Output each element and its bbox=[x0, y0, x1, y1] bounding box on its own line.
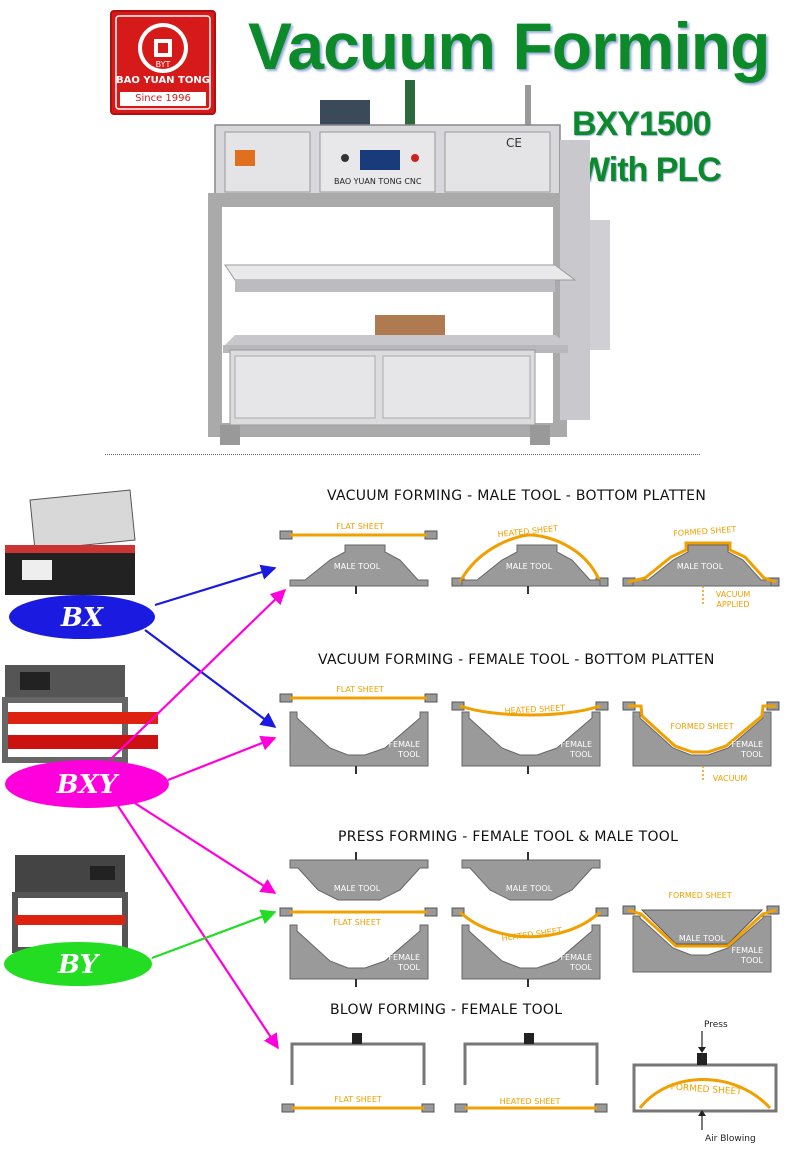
by-machine-icon bbox=[12, 855, 128, 953]
label-heated-sheet-2: HEATED SHEET bbox=[504, 703, 565, 715]
section-title-press: PRESS FORMING - FEMALE TOOL & MALE TOOL bbox=[338, 829, 679, 845]
stage-press-heated bbox=[451, 852, 609, 987]
label-vacuum: VACUUM bbox=[713, 774, 748, 783]
arrow-down-icon bbox=[698, 1047, 706, 1053]
arrow-by-press bbox=[151, 909, 277, 960]
machine-illustration bbox=[208, 80, 610, 445]
stage-male-heated bbox=[451, 533, 609, 594]
machine-ellipse-bx bbox=[9, 595, 155, 639]
stage-male-formed bbox=[622, 541, 780, 605]
model-label: BXY1500 bbox=[572, 105, 712, 143]
arrow-bxy-female bbox=[167, 735, 277, 782]
logo-emblem bbox=[115, 15, 211, 110]
label-formed-sheet: FORMED SHEET bbox=[673, 525, 737, 538]
label-flat-sheet-3: FLAT SHEET bbox=[333, 918, 381, 927]
bxy-machine-icon bbox=[2, 665, 158, 763]
control-screen bbox=[360, 150, 400, 170]
label-female-tool-3: FEMALE TOOL bbox=[731, 740, 763, 759]
label-male-tool-2: MALE TOOL bbox=[506, 562, 553, 571]
section-title-vacuum-male: VACUUM FORMING - MALE TOOL - BOTTOM PLAT… bbox=[327, 488, 707, 504]
logo: BYT BAO YUAN TONG Since 1996 bbox=[110, 10, 216, 115]
stage-male-flat bbox=[279, 530, 438, 594]
label-press-male-tool: MALE TOOL bbox=[334, 884, 381, 893]
machine-panel-label: BAO YUAN TONG CNC bbox=[334, 177, 422, 186]
page-title: Vacuum Forming bbox=[248, 9, 770, 83]
label-female-tool-5: FEMALE TOOL bbox=[560, 953, 592, 972]
label-heated-sheet-3: HEATED SHEET bbox=[501, 926, 562, 943]
press-ram-icon-3 bbox=[697, 1053, 707, 1065]
press-ram-icon-2 bbox=[524, 1033, 534, 1044]
machine-label-bx: BX bbox=[60, 603, 105, 633]
machine-label-by: BY bbox=[57, 950, 101, 980]
label-air-blowing: Air Blowing bbox=[705, 1134, 756, 1144]
machine-label-bxy: BXY bbox=[56, 770, 120, 800]
arrow-bxy-blow bbox=[117, 805, 279, 1050]
label-flat-sheet: FLAT SHEET bbox=[336, 522, 384, 531]
divider-line bbox=[105, 454, 700, 455]
ce-mark: CE bbox=[506, 136, 522, 150]
stage-female-formed bbox=[622, 701, 780, 780]
stage-blow-formed bbox=[632, 1031, 778, 1130]
arrow-bx-female bbox=[144, 629, 277, 728]
label-formed-sheet-3: FORMED SHEET bbox=[668, 891, 731, 900]
press-ram-icon bbox=[352, 1033, 362, 1044]
label-female-tool-2: FEMALE TOOL bbox=[560, 740, 592, 759]
bx-machine-icon bbox=[5, 489, 136, 595]
label-press-male-tool-3: MALE TOOL bbox=[679, 934, 726, 943]
logo-badge-text: BYT bbox=[155, 60, 171, 69]
warning-sign-icon bbox=[235, 150, 255, 166]
label-flat-sheet-4: FLAT SHEET bbox=[334, 1095, 382, 1104]
arrow-up-icon bbox=[698, 1110, 706, 1116]
stage-press-flat bbox=[279, 852, 438, 987]
label-male-tool-3: MALE TOOL bbox=[677, 562, 724, 571]
stage-blow-heated bbox=[454, 1033, 608, 1113]
logo-since-text: Since 1996 bbox=[120, 92, 206, 106]
motor-icon bbox=[320, 100, 370, 125]
stage-female-heated bbox=[451, 701, 609, 774]
arrow-bxy-male bbox=[109, 588, 287, 761]
arrow-bx-male bbox=[154, 564, 277, 607]
label-formed-sheet-2: FORMED SHEET bbox=[670, 722, 733, 731]
stage-blow-flat bbox=[281, 1033, 435, 1113]
label-vacuum-applied: VACUUM APPLIED bbox=[715, 590, 751, 609]
logo-brand-text: BAO YUAN TONG bbox=[116, 75, 210, 86]
machine-ellipse-by bbox=[4, 942, 152, 986]
machine-ellipse-bxy bbox=[5, 760, 169, 808]
arrow-bxy-press bbox=[129, 799, 277, 894]
label-press-male-tool-2: MALE TOOL bbox=[506, 884, 553, 893]
label-flat-sheet-2: FLAT SHEET bbox=[336, 685, 384, 694]
section-title-vacuum-female: VACUUM FORMING - FEMALE TOOL - BOTTOM PL… bbox=[318, 652, 715, 668]
label-female-tool-6: FEMALE TOOL bbox=[731, 946, 763, 965]
label-female-tool-4: FEMALE TOOL bbox=[388, 953, 420, 972]
label-female-tool: FEMALE TOOL bbox=[388, 740, 420, 759]
stage-press-formed bbox=[622, 905, 780, 973]
section-title-blow: BLOW FORMING - FEMALE TOOL bbox=[330, 1002, 563, 1018]
label-male-tool: MALE TOOL bbox=[334, 562, 381, 571]
stage-female-flat bbox=[279, 693, 438, 774]
label-formed-sheet-4: FORMED SHEET bbox=[670, 1083, 742, 1098]
feature-label: With PLC bbox=[578, 151, 722, 189]
label-press: Press bbox=[704, 1020, 728, 1030]
label-heated-sheet-4: HEATED SHEET bbox=[500, 1097, 561, 1106]
